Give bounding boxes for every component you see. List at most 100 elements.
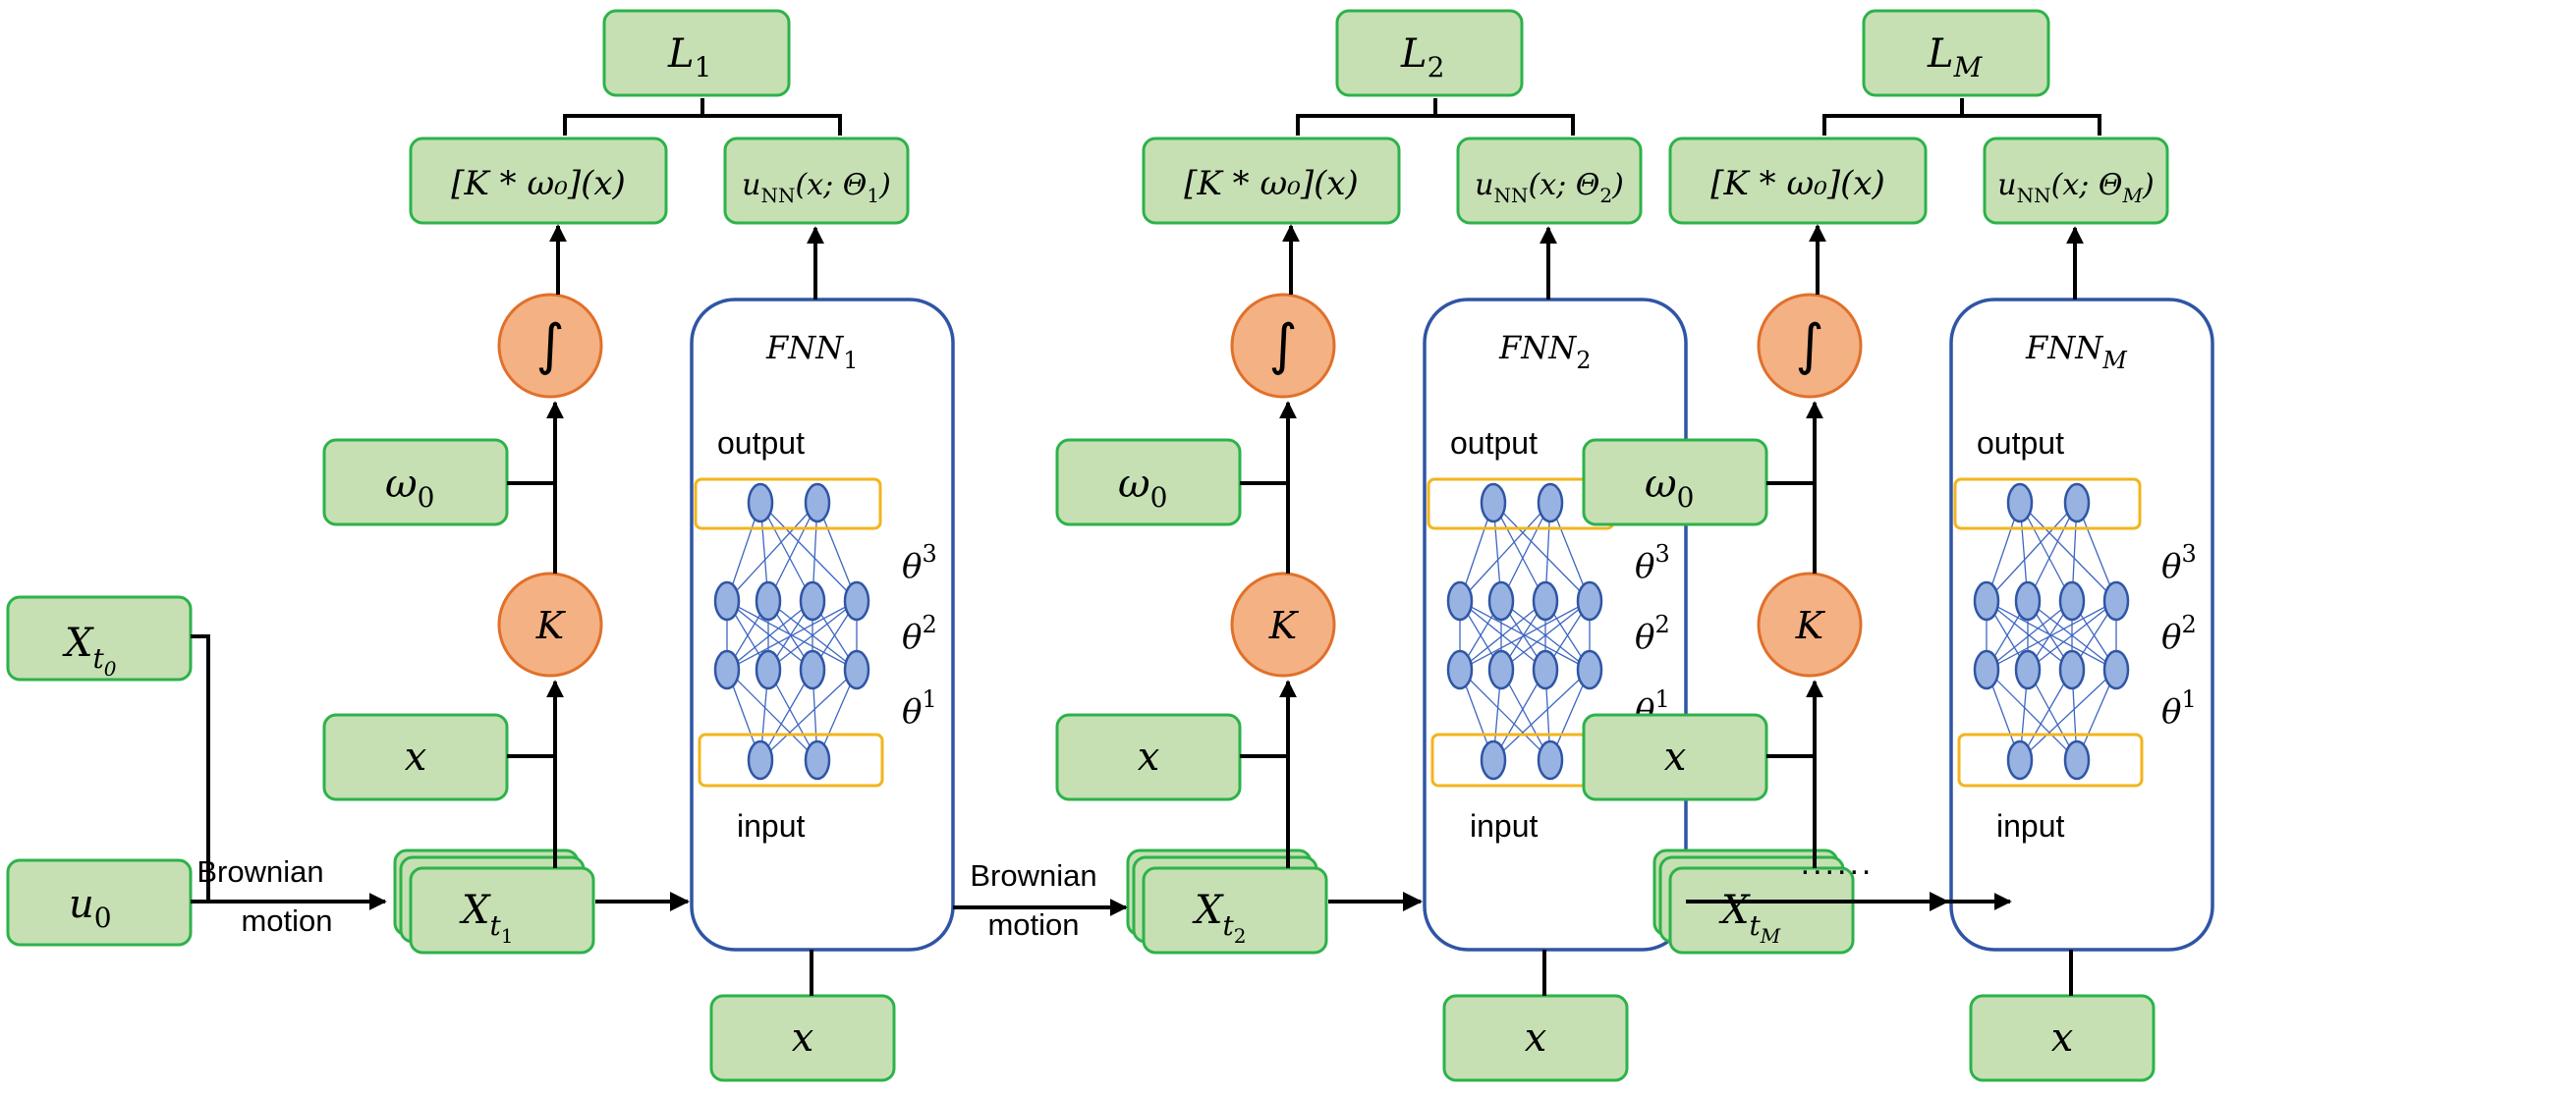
- stage-1: L1[K * ω₀](x)uNN(x; Θ1)∫Kω0xXt1FNN1outpu…: [322, 9, 955, 1082]
- integral-circle: [497, 293, 603, 399]
- hidden-neuron: [1576, 649, 1603, 690]
- nn-output-label: uNN(x; ΘM): [1997, 168, 2154, 207]
- theta-label-3: θ3: [1635, 540, 1670, 586]
- weight-edge: [2019, 502, 2073, 602]
- theta-label-1: θ1: [2161, 685, 2197, 732]
- x-t0-subsub: 0: [104, 657, 117, 681]
- loss-box-bg: [602, 9, 791, 97]
- sample-label: Xt1: [459, 888, 513, 948]
- output-neuron: [747, 482, 774, 523]
- loss-label: L2: [1400, 31, 1444, 83]
- weight-edge: [1986, 600, 2073, 671]
- fnn-x-box-bg: [1969, 994, 2156, 1082]
- hidden-neuron: [2102, 649, 2130, 690]
- theta-label-2: θ2: [2161, 611, 2197, 657]
- theta-base: θ: [902, 547, 922, 586]
- theta-label-3: θ3: [2161, 540, 2197, 586]
- sample-label: Xt2: [1192, 888, 1246, 948]
- hidden-neuron: [1446, 649, 1474, 690]
- sample-subsub: 1: [501, 924, 514, 948]
- weight-edge: [1459, 600, 1591, 671]
- loss-box: LM: [1862, 9, 2050, 97]
- output-neuron: [2006, 482, 2034, 523]
- weight-edge: [726, 600, 858, 671]
- loss-label: LM: [1927, 31, 1984, 83]
- x-t0-connector: [191, 634, 387, 910]
- fnn-x-label: x: [2051, 1015, 2074, 1061]
- hidden-neuron: [2102, 580, 2130, 622]
- hidden-neuron: [713, 580, 741, 622]
- input-layer-frame: [698, 733, 884, 788]
- omega-base: ω: [385, 462, 418, 507]
- fnn-sub: 1: [843, 347, 858, 374]
- weight-edge: [2019, 502, 2117, 602]
- omega-label: ω0: [1118, 462, 1167, 514]
- sample-front: [409, 866, 595, 955]
- nn-close: ): [878, 168, 891, 202]
- stage-3: LM[K * ω₀](x)uNN(x; ΘM)∫Kω0xXtMFNNMoutpu…: [1582, 9, 2214, 1082]
- fnn-sub: M: [2101, 347, 2128, 374]
- theta-sup: 2: [2181, 611, 2196, 638]
- sample-label: XtM: [1718, 888, 1781, 948]
- theta-sup: 3: [1654, 540, 1669, 568]
- theta-base: θ: [902, 618, 922, 657]
- loss-box: L2: [1335, 9, 1524, 97]
- fnn-input-label: input: [737, 808, 806, 844]
- omega-sub: 0: [418, 481, 435, 514]
- nn-output-box: uNN(x; ΘM): [1983, 137, 2169, 225]
- loss-box: L1: [602, 9, 791, 97]
- theta-label-2: θ2: [902, 611, 937, 657]
- hidden-neuron: [2014, 580, 2042, 622]
- weight-edge: [1500, 502, 1551, 602]
- theta-sup: 1: [922, 685, 936, 713]
- hidden-neuron: [843, 580, 870, 622]
- x-input-box: x: [322, 713, 509, 801]
- input-layer-frame: [1957, 733, 2144, 788]
- loss-sub: 2: [1428, 51, 1445, 83]
- input-neuron: [2063, 739, 2091, 781]
- kernel-operator: K: [1230, 572, 1336, 678]
- weight-edge: [1459, 669, 1551, 761]
- omega-base: ω: [1118, 462, 1150, 507]
- nn-arg: (x; Θ: [1529, 168, 1600, 202]
- x-input-label: x: [1664, 735, 1687, 780]
- svg-text:Xt0: Xt0: [62, 621, 117, 681]
- stage-2: L2[K * ω₀](x)uNN(x; Θ2)∫Kω0xXt2FNN2outpu…: [1055, 9, 1688, 1082]
- theta-label-3: θ3: [902, 540, 937, 586]
- weight-edge: [1492, 502, 1546, 602]
- sample-sub: t: [1749, 909, 1761, 942]
- motion-label-1: motion: [241, 903, 332, 938]
- fnn-title: FNN1: [765, 329, 858, 374]
- omega-box: ω0: [1055, 438, 1242, 526]
- weight-edge: [759, 669, 813, 761]
- hidden-neuron: [713, 649, 741, 690]
- omega-label: ω0: [1645, 462, 1694, 514]
- theta-base: θ: [2161, 618, 2181, 657]
- hidden-neuron: [1973, 649, 2000, 690]
- convolution-box: [K * ω₀](x): [409, 137, 668, 225]
- brownian-label-2: Brownian: [970, 858, 1096, 893]
- loss-label: L1: [667, 31, 711, 83]
- u0-sub: 0: [94, 902, 112, 934]
- input-neuron: [2006, 739, 2034, 781]
- weight-edge: [759, 502, 813, 602]
- hidden-neuron: [843, 649, 870, 690]
- theta-sup: 2: [922, 611, 936, 638]
- convolution-box: [K * ω₀](x): [1668, 137, 1928, 225]
- input-neuron: [1480, 739, 1507, 781]
- x-input-label: x: [1138, 735, 1160, 780]
- hidden-neuron: [1487, 649, 1515, 690]
- weight-edge: [2019, 669, 2117, 761]
- loss-bracket: [1822, 98, 2101, 136]
- nn-sub: NN: [761, 184, 796, 207]
- hidden-neuron: [1487, 580, 1515, 622]
- fnn-x-box: x: [1969, 994, 2156, 1082]
- hidden-neuron: [799, 649, 826, 690]
- integral-operator: ∫: [1230, 293, 1336, 399]
- sample-base: X: [1192, 888, 1224, 933]
- weight-edge: [2027, 600, 2117, 671]
- kernel-symbol: K: [1795, 604, 1826, 647]
- svg-text:u0: u0: [69, 882, 112, 934]
